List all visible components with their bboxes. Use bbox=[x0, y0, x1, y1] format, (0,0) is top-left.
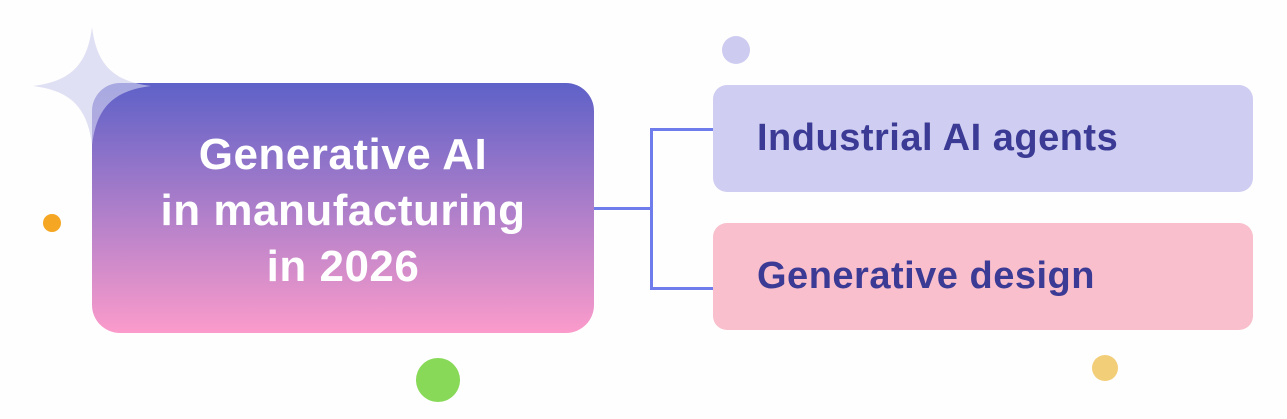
sparkle-icon-svg bbox=[33, 27, 151, 145]
sparkle-icon bbox=[33, 25, 151, 147]
green-dot bbox=[416, 358, 460, 402]
branch-node-generative-design[interactable]: Generative design bbox=[713, 223, 1253, 330]
connector-vertical-trunk bbox=[650, 128, 653, 290]
sand-dot bbox=[1092, 355, 1118, 381]
branch-label-generative-design: Generative design bbox=[757, 255, 1095, 297]
branch-node-industrial-ai-agents[interactable]: Industrial AI agents bbox=[713, 85, 1253, 192]
root-title-line-2: in manufacturing bbox=[160, 186, 526, 235]
branch-label-industrial-ai-agents: Industrial AI agents bbox=[757, 117, 1119, 159]
lavender-dot bbox=[722, 36, 750, 64]
root-topic-card[interactable]: Generative AI in manufacturing in 2026 bbox=[92, 83, 594, 333]
connector-branch-bottom bbox=[650, 287, 713, 290]
connector-branch-top bbox=[650, 128, 713, 131]
orange-dot bbox=[43, 214, 61, 232]
root-title-line-3: in 2026 bbox=[266, 242, 420, 291]
root-title-line-1: Generative AI bbox=[198, 130, 488, 179]
root-topic-title: Generative AI in manufacturing in 2026 bbox=[161, 127, 526, 295]
connector-root-stub bbox=[594, 207, 652, 210]
